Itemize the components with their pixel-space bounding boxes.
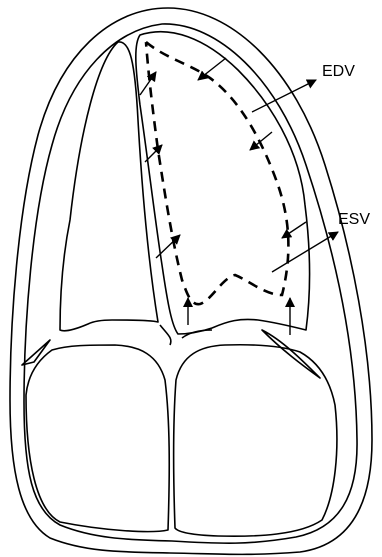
- esv-dashed-boundary: [146, 42, 288, 304]
- arrow-upper-right: [250, 132, 272, 150]
- left-atrium: [26, 345, 169, 532]
- edv-label: EDV: [322, 63, 355, 80]
- left-valve-leaflet: [22, 340, 50, 365]
- arrow-lower-right: [282, 222, 306, 238]
- heart-inner-wall: [24, 24, 357, 543]
- arrow-top: [198, 58, 226, 80]
- esv-label: ESV: [338, 211, 370, 228]
- heart-outer-wall: [10, 8, 372, 554]
- esv-pointer-arrow: [272, 232, 338, 272]
- septum-junction: [160, 325, 171, 345]
- right-atrium: [174, 345, 337, 536]
- right-valve-leaflet: [262, 330, 320, 378]
- right-ventricle-chamber: [60, 42, 158, 331]
